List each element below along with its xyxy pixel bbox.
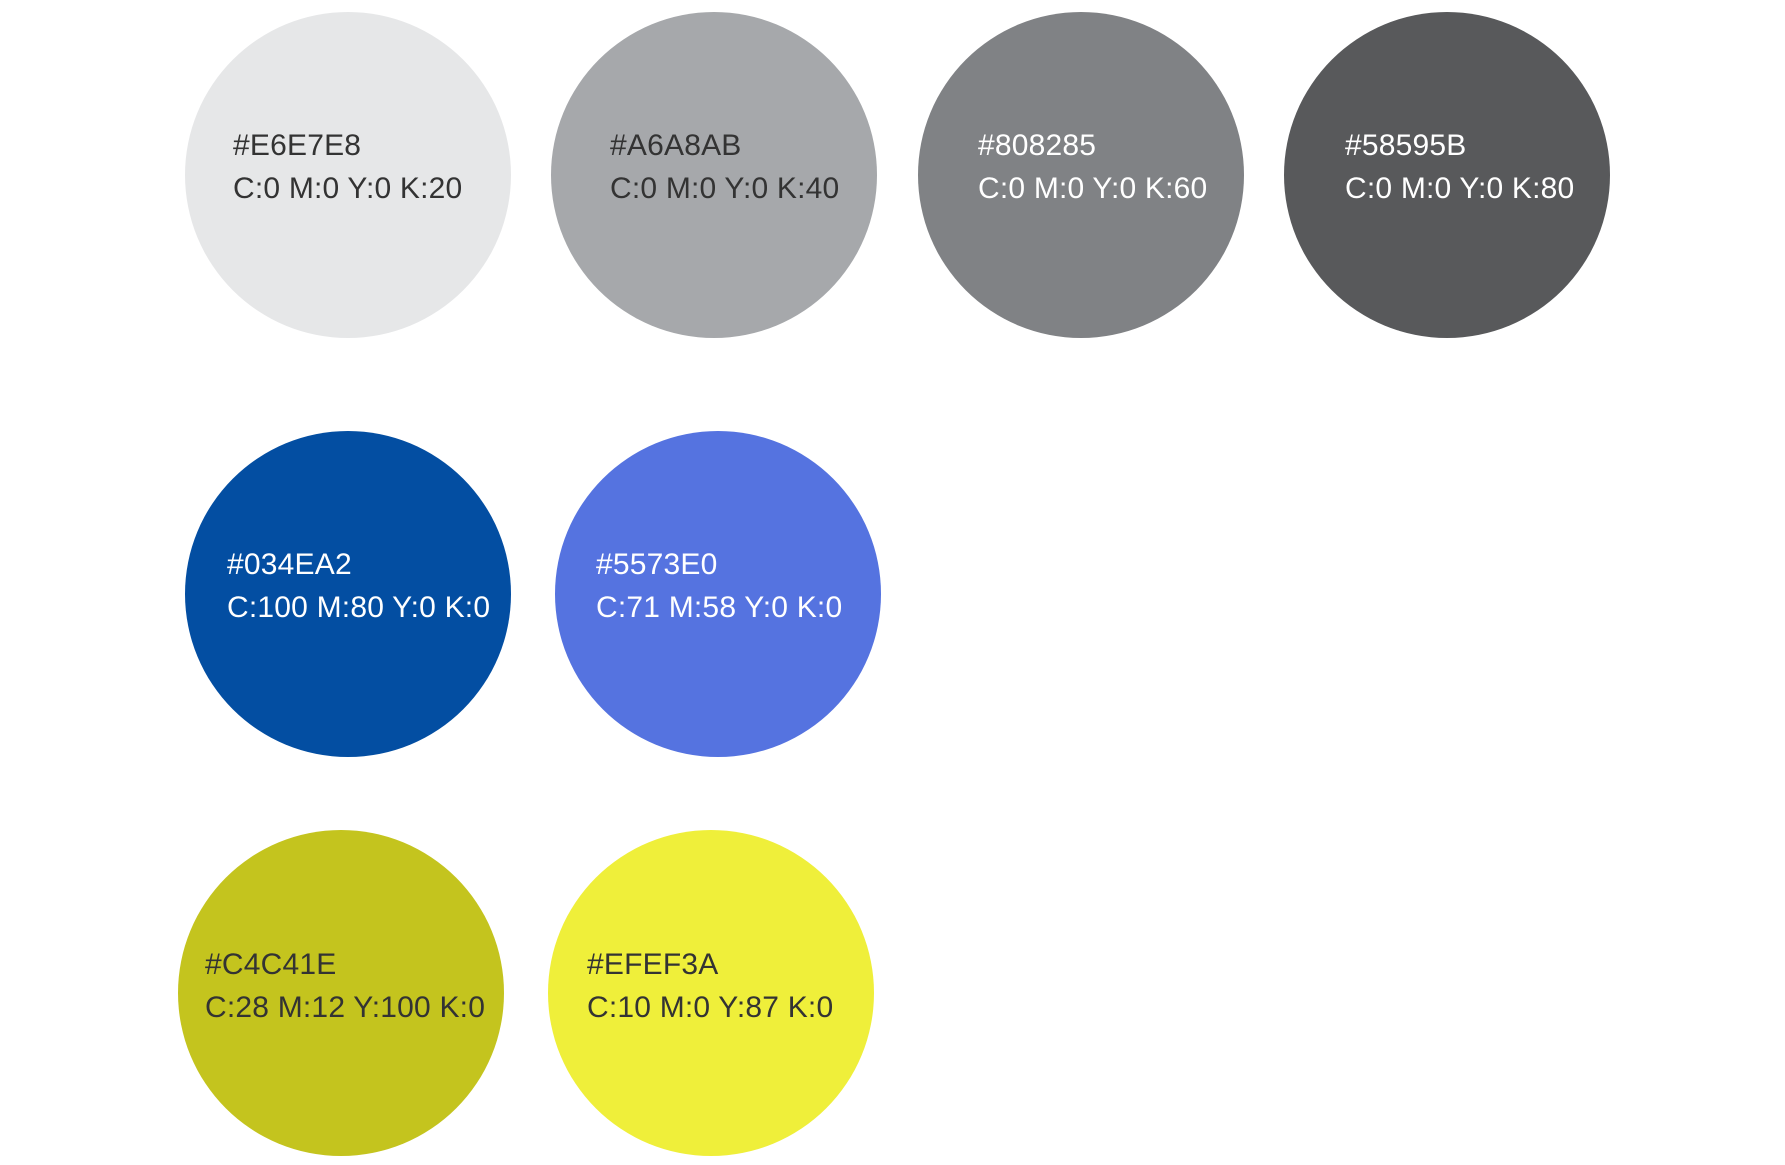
swatch-label-5573e0: #5573E0 C:71 M:58 Y:0 K:0: [596, 543, 842, 629]
swatch-cmyk: C:100 M:80 Y:0 K:0: [227, 591, 491, 624]
swatch-hex: #5573E0: [596, 548, 718, 581]
swatch-label-58595b: #58595B C:0 M:0 Y:0 K:80: [1345, 124, 1574, 210]
swatch-cmyk: C:28 M:12 Y:100 K:0: [205, 991, 486, 1024]
color-swatch-808285: [918, 12, 1244, 338]
swatch-label-efef3a: #EFEF3A C:10 M:0 Y:87 K:0: [587, 943, 833, 1029]
swatch-hex: #E6E7E8: [233, 129, 362, 162]
swatch-label-c4c41e: #C4C41E C:28 M:12 Y:100 K:0: [205, 943, 485, 1029]
color-swatch-efef3a: [548, 830, 874, 1156]
color-swatch-c4c41e: [178, 830, 504, 1156]
swatch-cmyk: C:0 M:0 Y:0 K:20: [233, 172, 463, 205]
swatch-hex: #58595B: [1345, 129, 1467, 162]
swatch-hex: #808285: [978, 129, 1097, 162]
swatch-hex: #EFEF3A: [587, 948, 719, 981]
swatch-hex: #034EA2: [227, 548, 352, 581]
color-swatch-034ea2: [185, 431, 511, 757]
swatch-label-034ea2: #034EA2 C:100 M:80 Y:0 K:0: [227, 543, 490, 629]
color-swatch-5573e0: [555, 431, 881, 757]
swatch-hex: #A6A8AB: [610, 129, 742, 162]
color-swatch-a6a8ab: [551, 12, 877, 338]
swatch-label-808285: #808285 C:0 M:0 Y:0 K:60: [978, 124, 1207, 210]
swatch-label-a6a8ab: #A6A8AB C:0 M:0 Y:0 K:40: [610, 124, 839, 210]
color-swatch-e6e7e8: [185, 12, 511, 338]
swatch-cmyk: C:0 M:0 Y:0 K:40: [610, 172, 840, 205]
swatch-hex: #C4C41E: [205, 948, 337, 981]
swatch-label-e6e7e8: #E6E7E8 C:0 M:0 Y:0 K:20: [233, 124, 462, 210]
swatch-cmyk: C:10 M:0 Y:87 K:0: [587, 991, 834, 1024]
color-swatch-58595b: [1284, 12, 1610, 338]
swatch-cmyk: C:0 M:0 Y:0 K:60: [978, 172, 1208, 205]
swatch-cmyk: C:71 M:58 Y:0 K:0: [596, 591, 843, 624]
swatch-cmyk: C:0 M:0 Y:0 K:80: [1345, 172, 1575, 205]
